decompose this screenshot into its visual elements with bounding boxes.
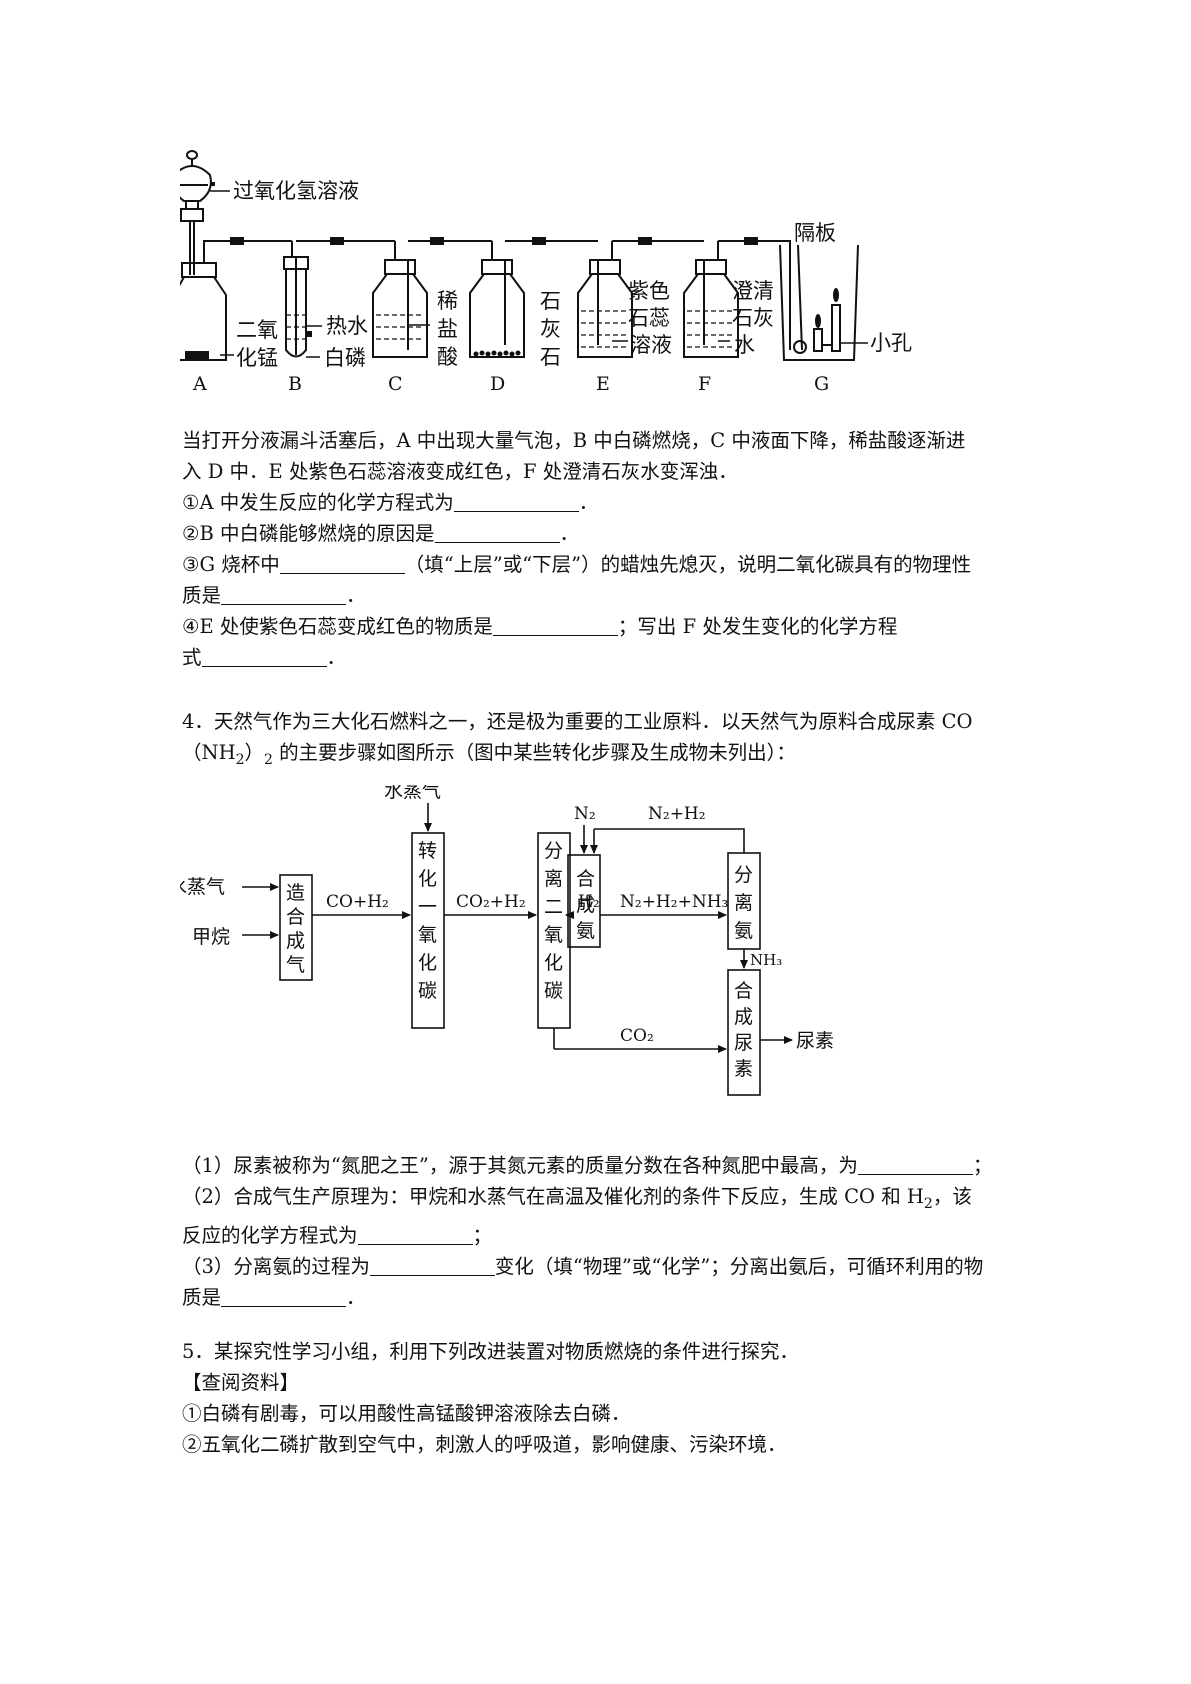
box1-char-4: 气 xyxy=(286,954,305,976)
edge-co2-h2: CO₂+H₂ xyxy=(456,892,526,912)
box6-char-4: 素 xyxy=(734,1058,753,1080)
limewater-label-1: 澄清 xyxy=(732,279,774,303)
box3-char-3: 二 xyxy=(544,896,563,918)
edge-co2: CO₂ xyxy=(620,1026,654,1046)
box2-char-2: 化 xyxy=(418,868,437,890)
q5-line-4: ②五氧化二磷扩散到空气中，刺激人的呼吸道，影响健康、污染环境． xyxy=(182,1433,787,1456)
q5-text: 5．某探究性学习小组，利用下列改进装置对物质燃烧的条件进行探究． 【查阅资料】 … xyxy=(182,1336,1028,1460)
answer-blank[interactable] xyxy=(221,1286,347,1307)
mno2-label-2: 化锰 xyxy=(236,346,278,370)
letter-a: A xyxy=(192,373,207,395)
top-water-vapor: 水蒸气 xyxy=(384,785,441,802)
box4-char-2: 成 xyxy=(576,894,595,916)
box-urea-synthesis xyxy=(727,969,761,1096)
letter-b: B xyxy=(288,373,302,395)
edge-h2: H₂ xyxy=(578,892,600,912)
hcl-label-3: 酸 xyxy=(437,345,458,369)
letter-e: E xyxy=(596,373,610,395)
q3-sub3: ③G 烧杯中 xyxy=(182,553,280,576)
box1-char-1: 造 xyxy=(286,882,305,904)
edge-nh3: NH₃ xyxy=(750,951,782,969)
litmus-label-1: 紫色 xyxy=(628,279,670,303)
q5-line-3: ①白磷有剧毒，可以用酸性高锰酸钾溶液除去白磷． xyxy=(182,1402,631,1425)
q5-section-heading: 【查阅资料】 xyxy=(182,1371,300,1394)
white-phosphorus-label: 白磷 xyxy=(324,346,366,370)
answer-blank[interactable] xyxy=(221,584,347,605)
box3-char-2: 离 xyxy=(544,868,563,890)
box3-char-4: 氧 xyxy=(544,924,563,946)
q4-line-1: 4．天然气作为三大化石燃料之一，还是极为重要的工业原料．以天然气为原料合成尿素 … xyxy=(182,710,973,733)
limestone-label-2: 灰 xyxy=(540,317,561,341)
litmus-label-2: 石蕊 xyxy=(628,306,670,330)
box5-char-3: 氨 xyxy=(734,920,753,942)
recycle-n2-h2: N₂+H₂ xyxy=(648,804,706,824)
box-ammonia-synthesis xyxy=(567,854,601,948)
q4-questions: （1）尿素被称为“氮肥之王”，源于其氮元素的质量分数在各种氮肥中最高，为； （2… xyxy=(182,1154,993,1309)
urea-flowchart: 水蒸气 甲烷 造 合 成 气 CO+H₂ 水蒸气 转 化 一 氧 化 碳 CO₂… xyxy=(180,785,834,1096)
hcl-label-1: 稀 xyxy=(437,289,458,313)
q3-sub2: ②B 中白磷能够燃烧的原因是 xyxy=(182,522,435,545)
q3-sub1: ①A 中发生反应的化学方程式为 xyxy=(182,491,454,514)
answer-blank[interactable] xyxy=(357,1224,473,1245)
box4-char-1: 合 xyxy=(576,868,595,890)
mno2-label-1: 二氧 xyxy=(236,318,278,342)
letter-g: G xyxy=(814,373,829,395)
answer-blank[interactable] xyxy=(279,553,405,574)
box2-char-4: 氧 xyxy=(418,924,437,946)
q4-stem: 4．天然气作为三大化石燃料之一，还是极为重要的工业原料．以天然气为原料合成尿素 … xyxy=(182,710,973,768)
input-methane: 甲烷 xyxy=(192,926,230,948)
q4-sub2: （2）合成气生产原理为：甲烷和水蒸气在高温及催化剂的条件下反应，生成 CO 和 … xyxy=(182,1185,924,1208)
q3-sub4: ④E 处使紫色石蕊变成红色的物质是 xyxy=(182,615,493,638)
box-syngas xyxy=(279,874,313,981)
hcl-label-2: 盐 xyxy=(437,317,458,341)
q3-text: 当打开分液漏斗活塞后，A 中出现大量气泡，B 中白磷燃烧，C 中液面下降，稀盐酸… xyxy=(182,429,972,669)
letter-d: D xyxy=(490,373,505,395)
q4-sub3: （3）分离氨的过程为 xyxy=(182,1254,370,1278)
answer-blank[interactable] xyxy=(434,522,560,543)
q5-line-1: 5．某探究性学习小组，利用下列改进装置对物质燃烧的条件进行探究． xyxy=(182,1340,799,1363)
answer-blank[interactable] xyxy=(369,1255,495,1276)
hot-water-label: 热水 xyxy=(326,314,368,338)
n2-input: N₂ xyxy=(574,804,596,824)
apparatus-figure: 过氧化氢溶液 二氧 化锰 热水 白磷 稀 盐 酸 石 灰 石 紫色 石蕊 溶液 … xyxy=(180,150,912,395)
q3-intro-2: 入 D 中．E 处紫色石蕊溶液变成红色，F 处澄清石灰水变浑浊． xyxy=(182,460,738,483)
answer-blank[interactable] xyxy=(857,1154,973,1175)
box3-char-5: 化 xyxy=(544,952,563,974)
box2-char-5: 化 xyxy=(418,952,437,974)
answer-blank[interactable] xyxy=(201,646,327,667)
box2-char-1: 转 xyxy=(418,840,437,862)
box6-char-1: 合 xyxy=(734,980,753,1002)
limewater-label-3: 水 xyxy=(734,333,755,357)
input-water-vapor: 水蒸气 xyxy=(180,876,225,898)
box4-char-3: 氨 xyxy=(576,920,595,942)
box6-char-3: 尿 xyxy=(734,1032,753,1054)
box6-char-2: 成 xyxy=(734,1006,753,1028)
box5-char-1: 分 xyxy=(734,864,753,886)
limestone-label-1: 石 xyxy=(540,289,561,313)
box3-char-6: 碳 xyxy=(544,980,563,1002)
box-co-shift xyxy=(411,832,445,1029)
box3-char-1: 分 xyxy=(544,840,563,862)
edge-n2-h2-nh3: N₂+H₂+NH₃ xyxy=(620,892,728,912)
edge-co-h2: CO+H₂ xyxy=(326,892,389,912)
limestone-label-3: 石 xyxy=(540,345,561,369)
box2-char-3: 一 xyxy=(418,896,437,918)
letter-c: C xyxy=(388,373,403,395)
partition-label: 隔板 xyxy=(794,221,836,245)
litmus-label-3: 溶液 xyxy=(630,333,672,357)
box5-char-2: 离 xyxy=(734,892,753,914)
q3-intro-1: 当打开分液漏斗活塞后，A 中出现大量气泡，B 中白磷燃烧，C 中液面下降，稀盐酸… xyxy=(182,429,966,452)
funnel-label: 过氧化氢溶液 xyxy=(233,179,359,203)
answer-blank[interactable] xyxy=(492,615,618,636)
box1-char-2: 合 xyxy=(286,906,305,928)
q4-sub1: （1）尿素被称为“氮肥之王”，源于其氮元素的质量分数在各种氮肥中最高，为 xyxy=(182,1154,858,1177)
answer-blank[interactable] xyxy=(453,491,579,512)
small-hole-label: 小孔 xyxy=(870,331,912,355)
product-urea: 尿素 xyxy=(796,1030,834,1052)
letter-f: F xyxy=(698,373,711,395)
box2-char-6: 碳 xyxy=(418,980,437,1002)
box1-char-3: 成 xyxy=(286,930,305,952)
limewater-label-2: 石灰 xyxy=(732,306,774,330)
